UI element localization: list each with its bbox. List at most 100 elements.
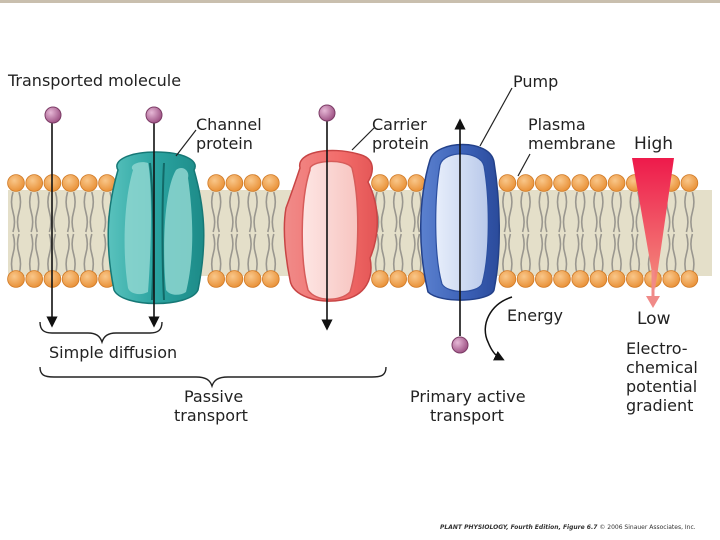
gradient-label-1: Electro- [626,339,688,358]
lipid-tail [411,191,416,233]
lipid-tail [16,233,22,275]
lipid-tail [34,233,40,275]
phospholipid-head [680,174,699,192]
lipid-tail [684,191,689,233]
molecule-channel [145,106,163,124]
lipid-tail [690,233,695,275]
plasma-membrane-label-1: Plasma [528,115,586,134]
lipid-tail [611,233,616,275]
lipid-tail [574,191,580,233]
lipid-tail [635,233,641,275]
lipid-tail [53,191,58,233]
phospholipid-head [225,270,244,288]
phospholipid-head [571,174,589,192]
lipid-tail [411,233,416,275]
lipid-tail [580,233,586,275]
lipid-tail [16,191,22,233]
lipid-tail [265,191,271,233]
lipid-tail [599,233,604,275]
phospholipid-head [498,270,517,288]
passive-transport-label-2: transport [174,406,248,425]
high-label: High [634,134,674,154]
energy-label: Energy [507,306,564,325]
lipid-tail [89,191,95,233]
channel-leader [175,129,197,157]
simple-diffusion-brace [39,321,163,345]
lipid-tail [417,191,422,233]
carrier-protein-label-2: protein [372,134,429,153]
molecule-carrier [318,104,336,122]
plasma-membrane-label-2: membrane [528,134,616,153]
gradient-arrow-head [646,296,660,308]
membrane-leader [517,153,531,177]
lipid-tail [502,191,507,233]
phospholipid-head [625,270,644,288]
phospholipid-head [407,270,426,288]
lipid-tail [34,191,40,233]
pump-label: Pump [513,72,559,91]
phospholipid-head [371,174,389,192]
lipid-tail [101,191,107,233]
lipid-tail [101,233,107,275]
lipid-tail [562,233,568,275]
lipid-tail [47,191,52,233]
lipid-tail [617,233,622,275]
phospholipid-head [261,174,280,192]
phospholipid-head [7,174,25,192]
phospholipid-head [534,174,553,192]
lipid-tail [253,233,258,275]
lipid-tail [392,233,398,275]
phospholipid-head [389,174,408,192]
phospholipid-heads [7,174,699,288]
lipid-tail [271,191,277,233]
phospholipid-head [61,270,80,288]
lipid-tail [247,233,252,275]
lipid-tail [538,233,544,275]
lipid-tail [544,191,550,233]
lipid-tail [65,233,70,275]
lipid-tail [544,233,550,275]
phospholipid-head [261,270,280,288]
phospholipid-head [80,270,98,288]
energy-arrow [484,296,513,361]
lipid-tail [392,191,398,233]
lipid-tail [580,191,586,233]
phospholipid-head [7,270,25,288]
lipid-tail [520,191,525,233]
lipid-tail [216,233,222,275]
lipid-tail [671,191,677,233]
phospholipid-head [61,174,80,192]
lipid-tail [398,191,404,233]
phospholipid-head [607,270,626,288]
low-label: Low [637,309,671,329]
phospholipid-head [25,270,44,288]
lipid-tail [210,191,216,233]
lipid-tail [28,233,34,275]
lipid-tail [593,233,598,275]
lipid-tail [229,191,234,233]
lipid-tail [684,233,689,275]
gradient-label-2: chemical [626,358,698,377]
lipid-tail [599,191,604,233]
channel-protein [107,151,205,305]
lipid-tail [265,233,271,275]
passive-transport-brace [39,366,387,389]
phospholipid-head [80,174,98,192]
credit-title: PLANT PHYSIOLOGY, Fourth Edition, Figure… [440,524,598,531]
carrier-leader [351,127,375,151]
lipid-tail [502,233,507,275]
simple-diffusion-label: Simple diffusion [49,343,178,362]
lipid-tail [271,233,277,275]
lipid-tail [526,233,531,275]
lipid-tail [629,191,635,233]
lipid-tail [526,191,531,233]
lipid-tail [380,233,386,275]
phospholipid-head [516,174,535,192]
lipid-tail [53,233,58,275]
lipid-tail [253,191,258,233]
lipid-tail [574,233,580,275]
lipid-tail [562,191,568,233]
lipid-tail [10,191,16,233]
lipid-tail [229,233,234,275]
lipid-tail [10,233,16,275]
